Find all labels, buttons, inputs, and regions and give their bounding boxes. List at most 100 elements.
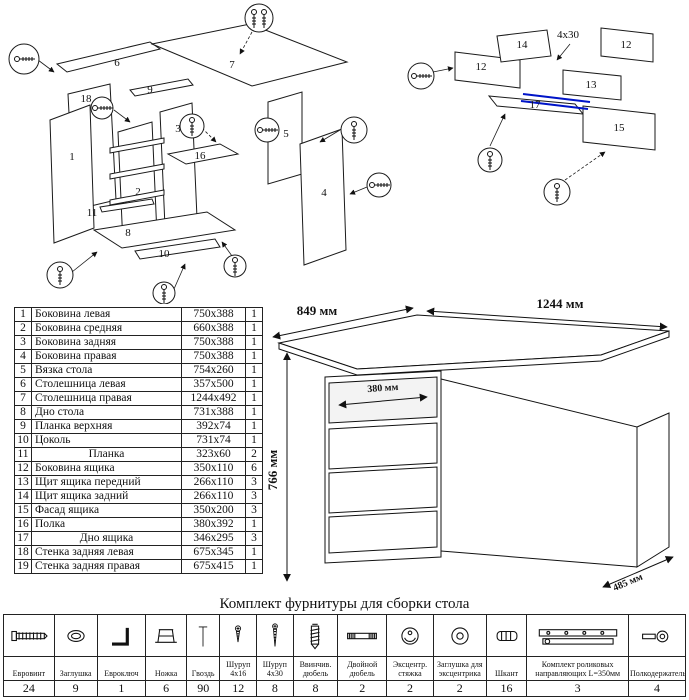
part-name: Щит ящика передний: [31, 475, 182, 490]
part-num: 12: [14, 461, 32, 476]
part-name: Дно стола: [31, 405, 182, 420]
part-qty: 3: [245, 531, 263, 546]
part-size: 675x415: [181, 559, 246, 574]
part-qty: 3: [245, 475, 263, 490]
part-num: 17: [14, 531, 32, 546]
part-size: 731x74: [181, 433, 246, 448]
hardware-icon-cell: [219, 614, 258, 657]
drawer-detail-circles: [407, 62, 571, 206]
hardware-name: Евроключ: [96, 656, 147, 681]
hardware-icon-cell: [96, 614, 147, 657]
part-num: 4: [14, 349, 32, 364]
part-name: Стенка задняя левая: [31, 545, 182, 560]
part-name: Вязка стола: [31, 363, 182, 378]
part-size: 392x74: [181, 419, 246, 434]
hardware-kit-title: Комплект фурнитуры для сборки стола: [219, 596, 470, 612]
hardware-name: Полкодержатель: [627, 656, 687, 681]
hardware-name: Гвоздь: [185, 656, 221, 681]
hardware-qty: 8: [292, 680, 339, 697]
drawer-leader-lines: [432, 43, 606, 181]
part-name: Цоколь: [31, 433, 182, 448]
hardware-qty: 3: [526, 680, 629, 697]
dim-1244: 1244 мм: [537, 296, 584, 311]
drawer-exploded-view: 12 14 12 13 17 15 4x30: [407, 27, 656, 206]
desk-dimension-drawing: 849 мм 1244 мм 766 мм 380 мм 485 мм: [265, 296, 674, 594]
hardware-icon-cell: [256, 614, 294, 657]
hardware-icon-cell: [432, 614, 487, 657]
hardware-name: Комплект роликовых направляющих L=350мм: [526, 656, 629, 681]
part-num: 16: [14, 517, 32, 532]
hardware-icon-cell: [386, 614, 434, 657]
part-label-15: 15: [614, 122, 626, 134]
part-label-17: 17: [530, 99, 542, 111]
hex-key-icon: [112, 627, 130, 646]
part-label-12-left: 12: [476, 61, 487, 73]
hardware-names-row: Евровинт Заглушка Евроключ Ножка Гвоздь …: [3, 656, 687, 681]
part-qty: 6: [245, 461, 263, 476]
dimension-lines: [272, 305, 674, 588]
part-num: 13: [14, 475, 32, 490]
part-name: Щит ящика задний: [31, 489, 182, 504]
part-size: 660x388: [181, 321, 246, 336]
hardware-icon-cell: [145, 614, 187, 657]
hardware-qty: 1: [96, 680, 147, 697]
hardware-name: Ножка: [145, 656, 187, 681]
part-num: 3: [14, 335, 32, 350]
part-size: 750x388: [181, 335, 246, 350]
part-qty: 3: [245, 503, 263, 518]
part-qty: 1: [245, 391, 263, 406]
part-num: 8: [14, 405, 32, 420]
part-num: 10: [14, 433, 32, 448]
hardware-name: Ввинчив. дюбель: [292, 656, 339, 681]
part-number-labels: 6 7 18 9 1 3 2 11 16 5 4 8 10: [69, 57, 327, 260]
part-size: 731x388: [181, 405, 246, 420]
part-qty: 1: [245, 377, 263, 392]
screw-4x16-icon: [235, 624, 242, 642]
part-num: 18: [14, 545, 32, 560]
hardware-qty-row: 24 9 1 6 90 12 8 8 2 2 2 16 3 4: [3, 680, 687, 697]
hardware-qty: 2: [432, 680, 487, 697]
cap-icon: [67, 629, 85, 642]
part-label-5: 5: [283, 128, 289, 140]
part-name: Планка верхняя: [31, 419, 182, 434]
foot-icon: [155, 628, 177, 643]
part-size: 750x388: [181, 349, 246, 364]
part-qty: 1: [245, 419, 263, 434]
drawer-rail-highlight: [520, 93, 591, 110]
part-qty: 1: [245, 559, 263, 574]
main-exploded-view: 6 7 18 9 1 3 2 11 16 5 4 8 10: [8, 3, 392, 304]
hardware-name: Двойной дюбель: [337, 656, 388, 681]
dim-766: 766 мм: [265, 450, 280, 491]
part-label-10: 10: [159, 248, 171, 260]
part-label-4: 4: [321, 187, 327, 199]
roller-guides-icon: [538, 628, 617, 645]
part-qty: 1: [245, 307, 263, 322]
dim-849: 849 мм: [297, 303, 338, 318]
part-num: 19: [14, 559, 32, 574]
hardware-qty: 4: [627, 680, 687, 697]
hardware-name: Шкант: [485, 656, 528, 681]
hardware-qty: 8: [256, 680, 294, 697]
part-size: 754x260: [181, 363, 246, 378]
part-size: 750x388: [181, 307, 246, 322]
part-name: Фасад ящика: [31, 503, 182, 518]
part-qty: 1: [245, 321, 263, 336]
part-label-13: 13: [586, 79, 598, 91]
screw-size-note: 4x30: [557, 29, 580, 41]
screw-4x30-icon: [271, 622, 278, 647]
part-qty: 1: [245, 517, 263, 532]
